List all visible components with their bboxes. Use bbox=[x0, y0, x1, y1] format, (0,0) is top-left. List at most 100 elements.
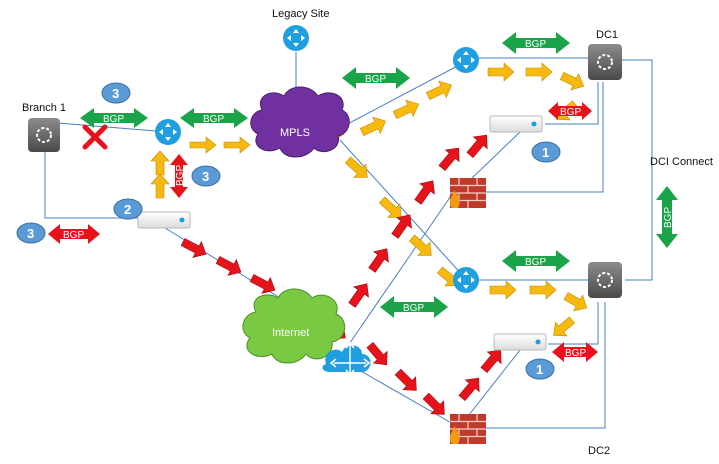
yellow-arrow bbox=[529, 280, 557, 300]
bgp-label: BGP bbox=[63, 230, 84, 241]
bgp-red-dc2: BGP bbox=[552, 342, 598, 362]
red-arrow bbox=[422, 392, 445, 415]
switch-dc1 bbox=[588, 44, 622, 80]
svg-text:3: 3 bbox=[27, 226, 34, 241]
bgp-arrow-dci: BGP bbox=[656, 186, 678, 248]
yellow-arrow bbox=[489, 280, 517, 300]
bgp-red-vertical: BGP bbox=[170, 154, 188, 198]
bgp-label: BGP bbox=[565, 348, 586, 359]
line-appl2-fw2 bbox=[464, 349, 521, 421]
bgp-arrow-mpls-top: BGP bbox=[342, 67, 410, 89]
line-mpls-r2 bbox=[339, 139, 466, 279]
red-arrow bbox=[414, 180, 435, 205]
sdwan-appliance-icon bbox=[493, 333, 547, 351]
bgp-label: BGP bbox=[403, 303, 424, 314]
sdwan-appliance-icon bbox=[137, 211, 191, 229]
yellow-arrow bbox=[223, 136, 251, 154]
svg-text:3: 3 bbox=[112, 86, 119, 101]
badge: 3 bbox=[101, 82, 131, 104]
sdwan-appliance-icon bbox=[489, 115, 543, 133]
router-icon bbox=[453, 267, 479, 293]
svg-text:1: 1 bbox=[536, 362, 543, 377]
blocked-x-icon bbox=[82, 124, 108, 150]
red-arrow bbox=[458, 377, 480, 401]
router-legacy bbox=[283, 25, 309, 51]
badge: 3 bbox=[16, 222, 46, 244]
yellow-arrow bbox=[408, 234, 432, 256]
badges: 3 3 2 3 1 1 bbox=[16, 82, 561, 380]
router-icon bbox=[283, 25, 309, 51]
mpls-cloud: MPLS bbox=[250, 86, 350, 158]
svg-text:1: 1 bbox=[542, 145, 549, 160]
bgp-red-dc1: BGP bbox=[548, 102, 592, 120]
yellow-arrow bbox=[150, 173, 170, 199]
red-arrow bbox=[391, 214, 412, 239]
firewall-dc1 bbox=[449, 178, 486, 208]
line-branch-down bbox=[44, 150, 140, 219]
appliance-branch bbox=[137, 211, 191, 229]
bgp-arrow-router-mpls: BGP bbox=[180, 108, 248, 128]
bgp-label: BGP bbox=[365, 74, 386, 85]
yellow-arrow bbox=[553, 316, 575, 337]
red-arrow bbox=[348, 283, 369, 308]
yellow-flow-arrows bbox=[150, 62, 588, 337]
line-fw1-internet bbox=[344, 189, 456, 351]
bgp-label: BGP bbox=[560, 107, 581, 118]
bgp-red-arrows: BGP BGP BGP BGP bbox=[48, 102, 598, 362]
red-arrow bbox=[466, 134, 488, 158]
bgp-arrow-dc2: BGP bbox=[502, 250, 570, 272]
bgp-green-arrows: BGP BGP BGP BGP BGP BGP BGP bbox=[80, 32, 678, 318]
bgp-label: BGP bbox=[175, 165, 186, 186]
bgp-label: BGP bbox=[103, 114, 124, 125]
cloud-icon bbox=[242, 288, 346, 364]
router-icon bbox=[155, 119, 181, 145]
badge: 3 bbox=[191, 165, 221, 187]
appliance-dc2 bbox=[493, 333, 547, 351]
red-arrow bbox=[368, 248, 389, 273]
switch-icon bbox=[28, 118, 60, 152]
router-icon bbox=[453, 47, 479, 73]
bgp-label: BGP bbox=[203, 114, 224, 125]
line-branch-router bbox=[57, 122, 169, 133]
line-dc1-appl1 bbox=[545, 82, 599, 125]
red-arrow bbox=[480, 349, 502, 373]
svg-text:2: 2 bbox=[124, 202, 131, 217]
line-internet-fw2 bbox=[344, 361, 456, 426]
dci-connect-label: DCI Connect bbox=[650, 156, 713, 168]
yellow-arrow bbox=[563, 292, 588, 312]
bgp-arrow-internet: BGP bbox=[380, 296, 448, 318]
yellow-arrow bbox=[378, 196, 402, 218]
internet-edge-router bbox=[322, 341, 371, 377]
switch-branch bbox=[28, 118, 60, 152]
bgp-label: BGP bbox=[525, 257, 546, 268]
internet-cloud: Internet bbox=[242, 288, 346, 364]
badge: 1 bbox=[525, 358, 555, 380]
yellow-arrow bbox=[525, 62, 553, 82]
legacy-site-label: Legacy Site bbox=[272, 8, 329, 20]
internet-label: Internet bbox=[272, 327, 309, 339]
cloud-icon bbox=[250, 86, 350, 158]
bgp-label: BGP bbox=[663, 207, 674, 228]
yellow-arrow bbox=[344, 156, 368, 178]
dc2-label: DC2 bbox=[588, 445, 610, 457]
router-dc1 bbox=[453, 47, 479, 73]
dc1-label: DC1 bbox=[596, 29, 618, 41]
line-dc1-fw1 bbox=[485, 82, 604, 193]
firewall-dc2 bbox=[449, 414, 486, 444]
red-arrow bbox=[215, 256, 242, 276]
red-arrow bbox=[366, 342, 388, 366]
red-arrow bbox=[438, 147, 460, 171]
yellow-arrow bbox=[189, 136, 217, 154]
red-arrow bbox=[394, 368, 417, 391]
appliance-dc1 bbox=[489, 115, 543, 133]
badge: 1 bbox=[531, 141, 561, 163]
line-dc2-appl2 bbox=[548, 302, 599, 345]
switch-icon bbox=[588, 44, 622, 80]
yellow-arrow bbox=[392, 99, 419, 120]
bgp-label: BGP bbox=[525, 39, 546, 50]
router-branch bbox=[155, 119, 181, 145]
svg-text:3: 3 bbox=[202, 169, 209, 184]
yellow-arrow bbox=[359, 116, 386, 137]
red-arrow bbox=[180, 238, 207, 258]
